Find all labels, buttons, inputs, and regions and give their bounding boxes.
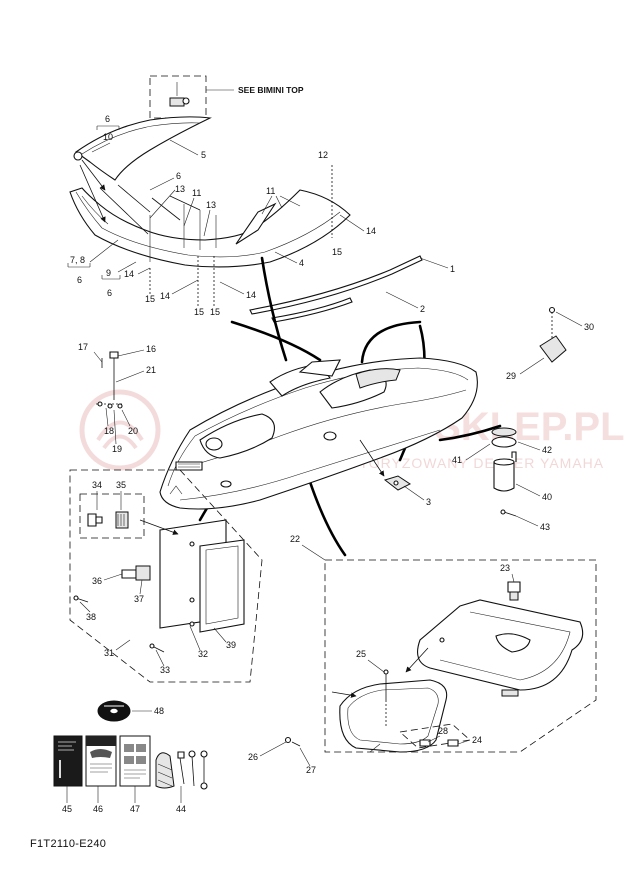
callout-15d: 15 xyxy=(210,307,220,317)
callout-36: 36 xyxy=(92,576,102,586)
callout-47: 47 xyxy=(130,804,140,814)
door-assembly: 34 35 36 37 38 39 32 33 31 xyxy=(69,469,263,683)
callout-14b: 14 xyxy=(124,269,134,279)
right-parts: 30 29 42 41 40 43 xyxy=(452,306,594,532)
callout-32: 32 xyxy=(198,649,208,659)
callout-21: 21 xyxy=(146,365,156,375)
callout-15b: 15 xyxy=(145,294,155,304)
callout-45: 45 xyxy=(62,804,72,814)
callout-5: 5 xyxy=(201,150,206,160)
callout-38: 38 xyxy=(86,612,96,622)
callout-18: 18 xyxy=(104,426,114,436)
callout-1: 1 xyxy=(450,264,455,274)
callout-46: 46 xyxy=(93,804,103,814)
callout-37: 37 xyxy=(134,594,144,604)
bracket-part-3: 3 xyxy=(359,439,431,507)
callout-33: 33 xyxy=(160,665,170,675)
callout-6b: 6 xyxy=(176,171,181,181)
diagram-code: F1T2110-E240 xyxy=(30,838,107,850)
callout-14a: 14 xyxy=(366,226,376,236)
callout-14d: 14 xyxy=(246,290,256,300)
callout-27: 27 xyxy=(306,765,316,775)
callout-16: 16 xyxy=(146,344,156,354)
storage-cover-icon: 22 23 25 28 24 26 27 xyxy=(248,534,597,775)
windshield-frame-icon xyxy=(69,116,351,268)
see-bimini-top-note: SEE BIMINI TOP xyxy=(238,85,304,95)
callout-35: 35 xyxy=(116,480,126,490)
callout-44: 44 xyxy=(176,804,186,814)
callout-6d: 6 xyxy=(107,288,112,298)
callout-28: 28 xyxy=(438,726,448,736)
callout-13b: 13 xyxy=(206,200,216,210)
callout-34: 34 xyxy=(92,480,102,490)
callout-20: 20 xyxy=(128,426,138,436)
callout-48: 48 xyxy=(154,706,164,716)
bimini-reference: SEE BIMINI TOP xyxy=(149,75,304,119)
callout-30: 30 xyxy=(584,322,594,332)
callout-31: 31 xyxy=(104,648,114,658)
callout-15c: 15 xyxy=(194,307,204,317)
callout-10: 10 xyxy=(103,132,113,142)
callout-11b: 11 xyxy=(266,186,275,196)
watermark-tagline: AUTORYZOWANY DEALER YAMAHA xyxy=(338,455,604,471)
callout-23: 23 xyxy=(500,563,510,573)
callout-3: 3 xyxy=(426,497,431,507)
windshield-callouts: 6 10 5 6 13 11 13 11 12 15 14 4 7, 8 6 9… xyxy=(67,114,376,317)
callout-19: 19 xyxy=(112,444,122,454)
trim-strips: 1 2 xyxy=(249,255,455,323)
callout-7-8: 7, 8 xyxy=(70,255,85,265)
left-parts: 17 16 21 18 20 19 xyxy=(78,342,156,454)
callout-6: 6 xyxy=(105,114,110,124)
callout-6c: 6 xyxy=(77,275,82,285)
callout-13a: 13 xyxy=(175,184,185,194)
callout-40: 40 xyxy=(542,492,552,502)
tool-kit-icon: 44 xyxy=(155,750,208,814)
callout-22: 22 xyxy=(290,534,300,544)
boat-hull-icon xyxy=(159,357,478,510)
callout-43: 43 xyxy=(540,522,550,532)
callout-15a: 15 xyxy=(332,247,342,257)
cd-disc-icon: 48 xyxy=(97,700,164,722)
callout-39: 39 xyxy=(226,640,236,650)
callout-26: 26 xyxy=(248,752,258,762)
callout-11a: 11 xyxy=(192,188,201,198)
callout-24: 24 xyxy=(472,735,482,745)
owner-manual-icon: 45 46 47 xyxy=(53,735,151,814)
watermark-logo-icon xyxy=(79,389,161,471)
callout-14c: 14 xyxy=(160,291,170,301)
callout-4: 4 xyxy=(299,258,304,268)
callout-9: 9 xyxy=(106,268,111,278)
callout-17: 17 xyxy=(78,342,88,352)
callout-41: 41 xyxy=(452,455,462,465)
callout-2: 2 xyxy=(420,304,425,314)
callout-42: 42 xyxy=(542,445,552,455)
callout-12: 12 xyxy=(318,150,328,160)
callout-29: 29 xyxy=(506,371,516,381)
callout-25: 25 xyxy=(356,649,366,659)
